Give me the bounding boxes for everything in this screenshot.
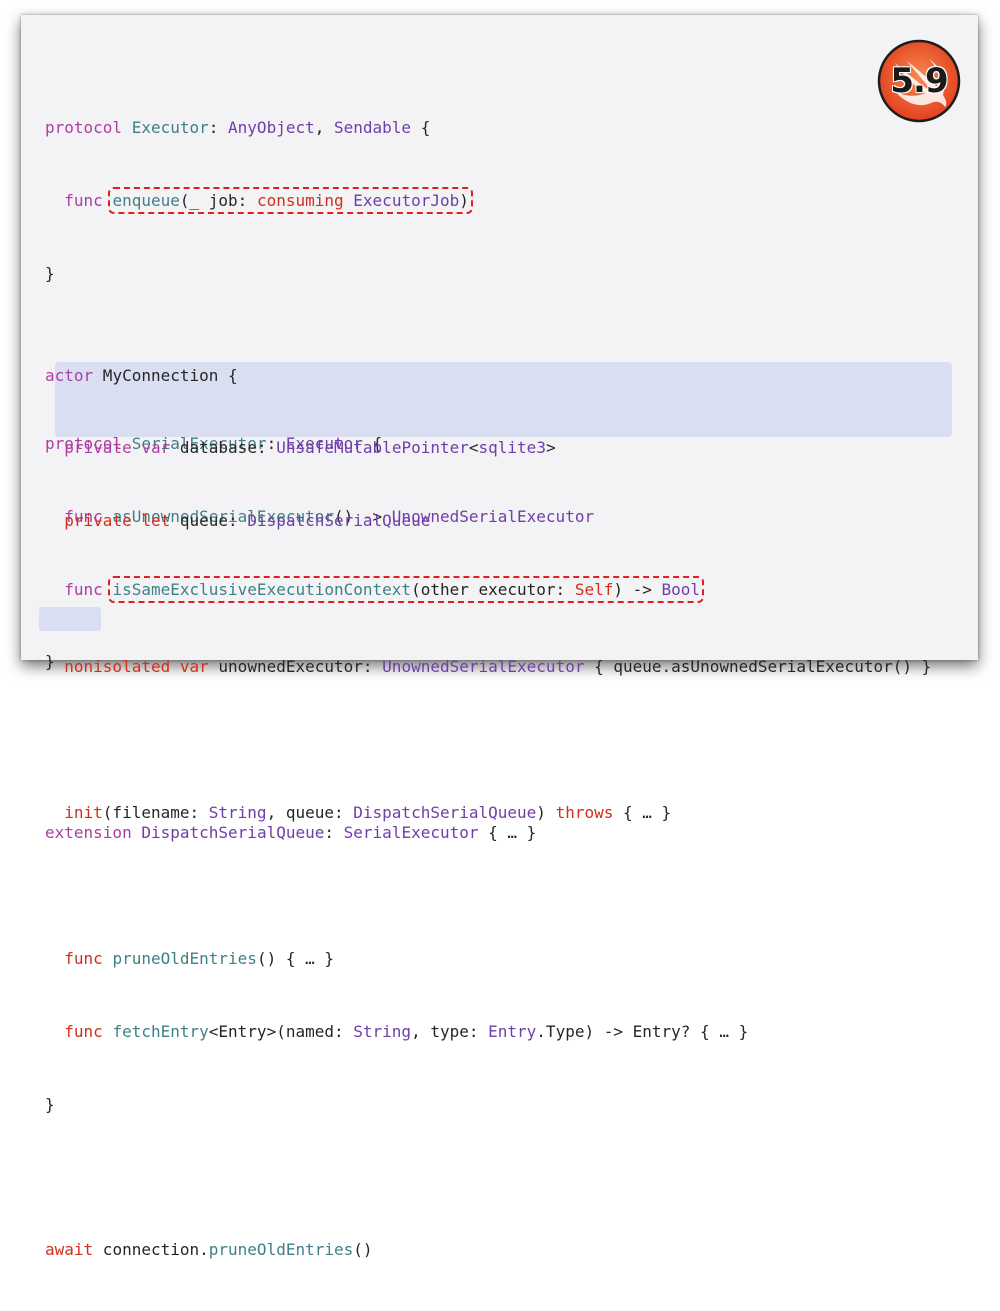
code-line-blank <box>45 728 931 752</box>
swift-version-badge: 5.9 <box>877 39 961 123</box>
code-line: func asUnownedSerialExecutor() -> Unowne… <box>64 506 595 526</box>
code-line: protocol Executor: AnyObject, Sendable { <box>45 117 431 137</box>
code-line: nonisolated var unownedExecutor: Unowned… <box>64 657 932 677</box>
code-line: } <box>45 652 55 672</box>
code-line: protocol SerialExecutor: Executor { <box>45 433 383 453</box>
code-line: await connection.pruneOldEntries() <box>45 1240 373 1260</box>
code-line: private var database: UnsafeMutablePoint… <box>64 438 556 458</box>
code-line: private let queue: DispatchSerialQueue <box>64 511 431 531</box>
code-line: actor MyConnection { <box>45 365 238 385</box>
highlight-await <box>39 607 101 631</box>
enqueue-highlight-box: enqueue(_ job: consuming ExecutorJob) <box>108 186 473 214</box>
code-line: func isSameExclusiveExecutionContext(oth… <box>64 575 705 603</box>
code-line: init(filename: String, queue: DispatchSe… <box>64 802 672 822</box>
code-listing-actor: actor MyConnection { private var databas… <box>45 315 931 1311</box>
code-line: func pruneOldEntries() { … } <box>64 948 334 968</box>
highlight-block <box>55 362 952 437</box>
code-line: func fetchEntry<Entry>(named: String, ty… <box>64 1021 749 1041</box>
code-listing: protocol Executor: AnyObject, Sendable {… <box>45 43 705 1024</box>
code-line: func enqueue(_ job: consuming ExecutorJo… <box>64 186 473 214</box>
swift-logo-icon <box>877 39 961 123</box>
version-label: 5.9 <box>890 61 948 101</box>
code-line: } <box>45 263 55 283</box>
code-slide: protocol Executor: AnyObject, Sendable {… <box>21 15 978 1259</box>
code-line-blank <box>45 582 931 606</box>
same-context-highlight-box: isSameExclusiveExecutionContext(other ex… <box>108 575 705 603</box>
code-line: } <box>45 1094 55 1114</box>
code-line-blank <box>45 1165 931 1189</box>
code-line-blank <box>45 874 931 898</box>
